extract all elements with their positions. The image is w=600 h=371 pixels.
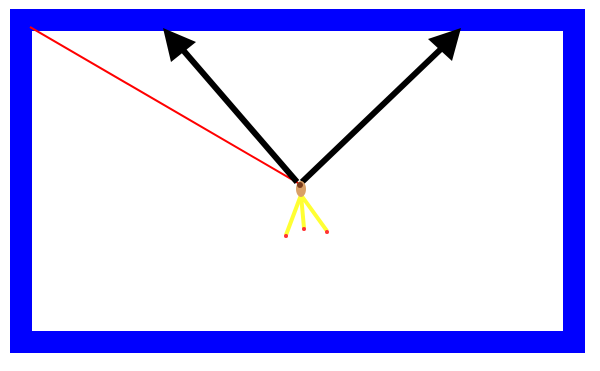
arrow-up-left-icon xyxy=(180,48,300,184)
arrow-up-left-head xyxy=(163,28,196,62)
agent-leg-middle xyxy=(299,194,306,229)
agent-foot-right xyxy=(325,230,329,234)
arena-wall xyxy=(10,9,585,353)
arrow-up-right-icon xyxy=(299,44,446,185)
agent xyxy=(284,181,329,238)
agent-foot-middle xyxy=(302,227,306,231)
aim-line xyxy=(29,26,299,184)
agent-leg-left xyxy=(284,194,303,236)
agent-head xyxy=(297,182,303,188)
action-arrow-left[interactable] xyxy=(163,28,300,184)
agent-leg-right xyxy=(299,193,329,233)
arrow-up-right-head xyxy=(428,28,461,61)
action-arrow-right[interactable] xyxy=(299,28,461,185)
agent-foot-left xyxy=(284,234,288,238)
